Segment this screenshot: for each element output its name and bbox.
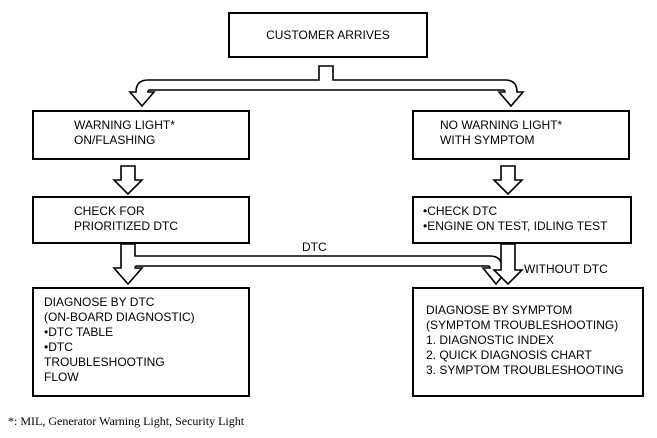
arrow-left-step (112, 165, 144, 196)
box-text: NO WARNING LIGHT* (440, 118, 563, 132)
warning-light-box: WARNING LIGHT* ON/FLASHING (32, 110, 250, 160)
box-text: (SYMPTOM TROUBLESHOOTING) (426, 318, 619, 332)
box-text: CUSTOMER ARRIVES (266, 28, 390, 42)
footnote: *: MIL, Generator Warning Light, Securit… (8, 414, 245, 428)
arrow-right-step (492, 165, 524, 196)
diagnose-by-dtc-box: DIAGNOSE BY DTC (ON-BOARD DIAGNOSTIC) •D… (32, 287, 250, 397)
check-dtc-box: •CHECK DTC •ENGINE ON TEST, IDLING TEST (412, 196, 632, 244)
box-text: •DTC TABLE (44, 325, 114, 339)
box-text: ON/FLASHING (74, 133, 156, 147)
no-warning-light-box: NO WARNING LIGHT* WITH SYMPTOM (412, 110, 630, 160)
box-text: •CHECK DTC (423, 204, 498, 218)
box-text: 2. QUICK DIAGNOSIS CHART (426, 348, 592, 362)
dtc-edge-label: DTC (302, 240, 327, 254)
arrow-right-without-dtc (492, 243, 524, 286)
without-dtc-edge-label: WITHOUT DTC (524, 262, 608, 276)
box-text: FLOW (44, 370, 79, 384)
box-text: DIAGNOSE BY DTC (44, 295, 155, 309)
box-text: 3. SYMPTOM TROUBLESHOOTING (426, 363, 624, 377)
dtc-connector-arrow (112, 243, 511, 286)
box-text: WARNING LIGHT* (74, 118, 175, 132)
box-text: WITH SYMPTOM (440, 133, 535, 147)
box-text: TROUBLESHOOTING (44, 355, 165, 369)
box-text: •ENGINE ON TEST, IDLING TEST (423, 219, 608, 233)
customer-arrives-box: CUSTOMER ARRIVES (228, 12, 428, 58)
check-prioritized-dtc-box: CHECK FOR PRIORITIZED DTC (32, 196, 250, 244)
box-text: (ON-BOARD DIAGNOSTIC) (44, 310, 195, 324)
box-text: 1. DIAGNOSTIC INDEX (426, 333, 555, 347)
box-text: DIAGNOSE BY SYMPTOM (426, 303, 573, 317)
box-text: •DTC (44, 340, 73, 354)
split-connector-arrow (128, 65, 525, 108)
box-text: PRIORITIZED DTC (74, 219, 178, 233)
box-text: CHECK FOR (74, 204, 145, 218)
diagnose-by-symptom-box: DIAGNOSE BY SYMPTOM (SYMPTOM TROUBLESHOO… (412, 287, 644, 397)
